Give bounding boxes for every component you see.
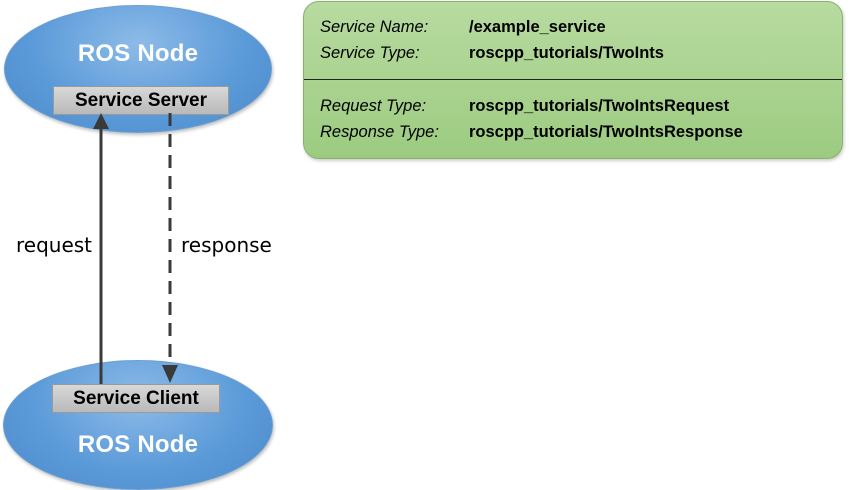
service-name-value: /example_service bbox=[469, 18, 606, 36]
response-type-value: roscpp_tutorials/TwoIntsResponse bbox=[469, 123, 743, 141]
request-type-value: roscpp_tutorials/TwoIntsRequest bbox=[469, 97, 730, 115]
ros-node-server-label: ROS Node bbox=[77, 40, 199, 67]
response-type-key: Response Type: bbox=[320, 123, 439, 141]
service-client-box: Service Client bbox=[52, 384, 220, 413]
ros-node-client: ROS Node bbox=[3, 360, 273, 490]
info-divider bbox=[304, 79, 842, 80]
ros-node-client-label: ROS Node bbox=[77, 431, 199, 458]
request-type-row: Request Type: roscpp_tutorials/TwoIntsRe… bbox=[320, 97, 832, 121]
response-type-row: Response Type: roscpp_tutorials/TwoIntsR… bbox=[320, 123, 832, 147]
service-type-key: Service Type: bbox=[320, 44, 420, 62]
service-type-row: Service Type: roscpp_tutorials/TwoInts bbox=[320, 44, 832, 68]
request-arrow bbox=[93, 113, 109, 384]
response-label: response bbox=[181, 233, 272, 257]
request-label: request bbox=[16, 233, 93, 257]
service-name-row: Service Name: /example_service bbox=[320, 18, 832, 42]
request-type-key: Request Type: bbox=[320, 97, 427, 115]
service-type-value: roscpp_tutorials/TwoInts bbox=[469, 44, 664, 62]
service-name-key: Service Name: bbox=[320, 18, 429, 36]
response-arrow bbox=[162, 113, 178, 383]
service-info-box: Service Name: /example_service Service T… bbox=[303, 1, 843, 159]
service-server-box: Service Server bbox=[53, 86, 229, 115]
